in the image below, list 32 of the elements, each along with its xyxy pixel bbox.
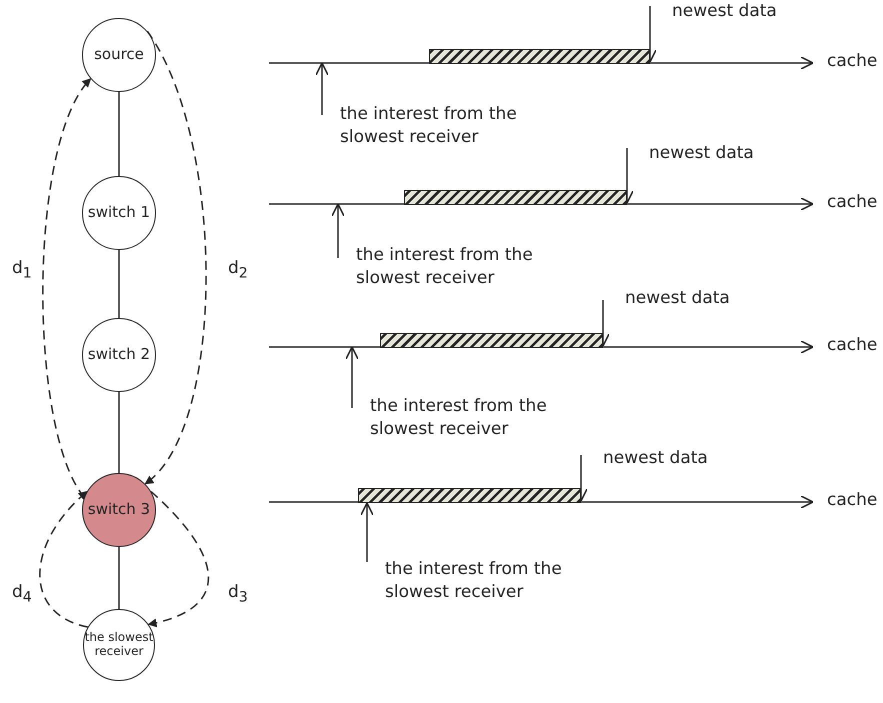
circle-node: switch 3 xyxy=(82,473,156,547)
dashed-arrow xyxy=(39,490,88,628)
annotation-text: newest data xyxy=(603,447,708,470)
connector-line xyxy=(118,250,120,318)
annotation-text: newest data xyxy=(625,287,730,310)
annotation-text: the interest from the slowest receiver xyxy=(340,103,540,149)
connector-line xyxy=(118,92,120,176)
annotation-text: the interest from the slowest receiver xyxy=(385,558,585,604)
axis-label: cache xyxy=(827,51,878,71)
annotation-text: the interest from the slowest receiver xyxy=(370,395,570,441)
leader-arrow xyxy=(345,346,359,408)
annotation-text: newest data xyxy=(649,142,754,165)
connector-line xyxy=(118,547,120,609)
circle-node: the slowest receiver xyxy=(83,609,155,681)
axis-label: cache xyxy=(827,335,878,355)
axis-label: cache xyxy=(827,490,878,510)
axis-label: cache xyxy=(827,192,878,212)
hatched-bar xyxy=(429,49,650,64)
connector-line xyxy=(118,392,120,473)
dashed-arrow xyxy=(144,30,207,484)
leader-arrow xyxy=(360,502,374,562)
hatched-bar xyxy=(404,190,627,205)
leader-arrow xyxy=(315,62,329,115)
leader-arrow xyxy=(331,203,345,258)
circle-node: switch 2 xyxy=(82,318,156,392)
hatched-bar xyxy=(380,333,603,348)
dashed-arrow xyxy=(148,490,210,627)
circle-node: switch 1 xyxy=(82,176,156,250)
circle-node: source xyxy=(82,18,156,92)
annotation-text: newest data xyxy=(672,0,777,23)
hatched-bar xyxy=(358,488,581,503)
annotation-text: the interest from the slowest receiver xyxy=(356,244,556,290)
